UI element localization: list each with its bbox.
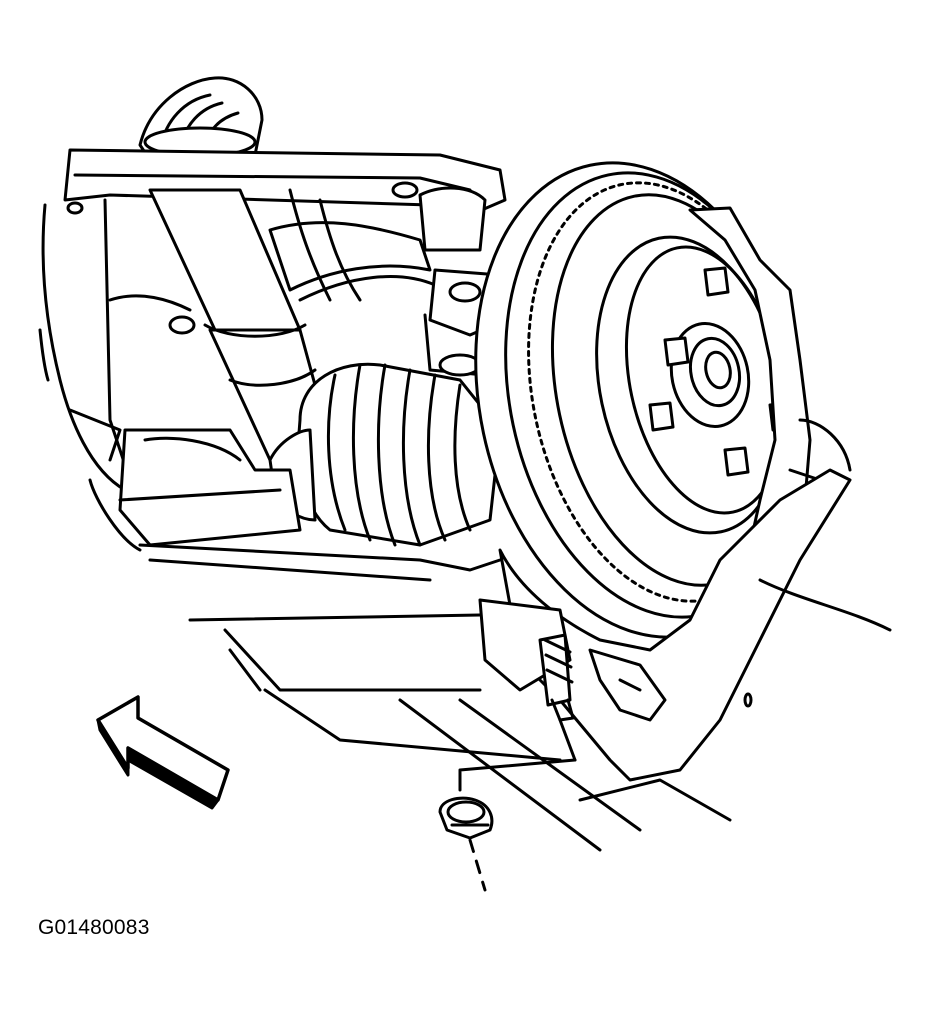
stud-to-nut-bracket xyxy=(460,760,575,790)
upper-frame-rail xyxy=(65,150,505,215)
left-chassis-bracket xyxy=(40,200,190,550)
cv-boot xyxy=(270,364,500,545)
lock-nut xyxy=(440,798,492,838)
figure-id-label: G01480083 xyxy=(38,916,150,939)
lower-ball-joint-stud xyxy=(480,600,575,760)
nut-leader-line xyxy=(470,840,485,890)
arrow-icon xyxy=(98,697,228,808)
steering-knuckle xyxy=(500,470,850,780)
lower-chassis-lines xyxy=(190,580,890,850)
strut-top-mount xyxy=(140,78,262,160)
lower-control-arm xyxy=(120,430,500,580)
upper-control-arm xyxy=(270,190,435,300)
